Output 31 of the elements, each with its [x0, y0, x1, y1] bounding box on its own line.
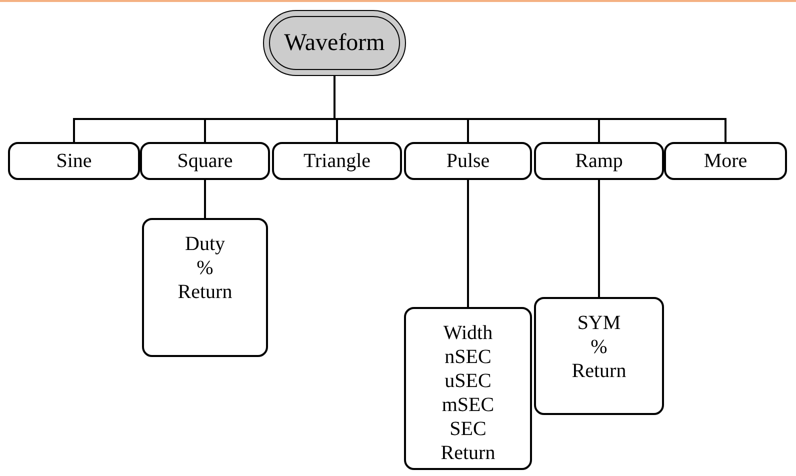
- menu-item: Duty: [185, 232, 225, 256]
- menu-item: Return: [440, 441, 496, 465]
- menu-item: Square: [177, 149, 233, 173]
- menu-box: [140, 142, 270, 180]
- menu-item: mSEC: [442, 393, 494, 417]
- menu-box: [404, 142, 532, 180]
- menu-box: [272, 142, 402, 180]
- menu-item: Ramp: [575, 149, 623, 173]
- menu-item: %: [196, 256, 214, 280]
- menu-item: Triangle: [303, 149, 371, 173]
- connector-line: [204, 180, 206, 218]
- menu-item: Sine: [56, 149, 92, 173]
- menu-item: Return: [572, 359, 626, 383]
- menu-item: Pulse: [446, 149, 490, 173]
- menu-box: [404, 307, 532, 470]
- menu-item: %: [590, 335, 608, 359]
- menu-box: [534, 297, 664, 415]
- menu-item: Width: [443, 321, 493, 345]
- menu-item: SEC: [450, 417, 486, 441]
- menu-item: uSEC: [444, 369, 492, 393]
- menu-box: [534, 142, 664, 180]
- menu-title: Waveform: [284, 29, 385, 57]
- menu-item: More: [704, 149, 748, 173]
- menu-box: [664, 142, 787, 180]
- connector-line: [598, 180, 600, 297]
- menu-box: [8, 142, 140, 180]
- connector-line: [467, 180, 469, 307]
- menu-box: [142, 218, 268, 357]
- menu-item: Return: [178, 280, 232, 304]
- menu-item: SYM: [577, 311, 621, 335]
- menu-item: nSEC: [444, 345, 492, 369]
